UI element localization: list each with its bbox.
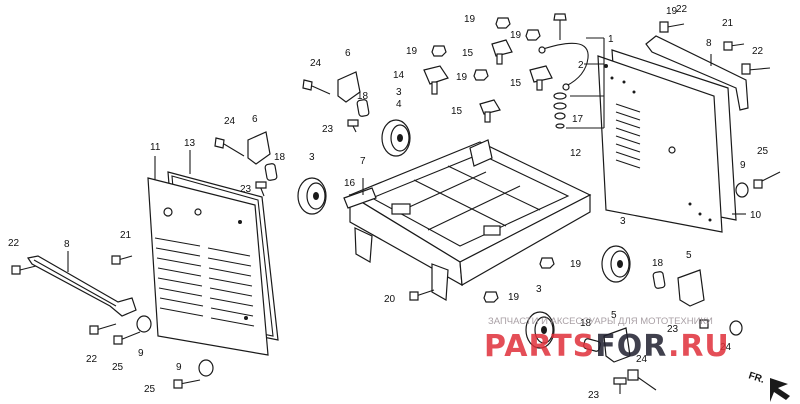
callout-8: 8: [706, 38, 712, 49]
callout-24: 24: [720, 342, 732, 353]
callout-23: 23: [667, 324, 679, 335]
callout-19: 19: [666, 6, 678, 17]
callout-2: 2: [578, 60, 584, 71]
callout-23: 23: [322, 124, 334, 135]
callout-18: 18: [357, 91, 369, 102]
callout-labels: 1 2 3 3 3 3 4 5 5 6 6 7 8 8 9 9 9 10 11 …: [8, 4, 769, 401]
callout-18: 18: [580, 318, 592, 329]
callout-25: 25: [144, 384, 156, 395]
leader-lines: [67, 37, 746, 272]
svg-text:PARTSFOR.RU: PARTSFOR.RU: [484, 329, 730, 364]
callout-13: 13: [184, 138, 196, 149]
callout-9: 9: [138, 348, 144, 359]
callout-15: 15: [462, 48, 474, 59]
callout-19: 19: [510, 30, 522, 41]
callout-23: 23: [240, 184, 252, 195]
direction-label: FR.: [747, 370, 766, 386]
spacers-9: [136, 182, 749, 377]
callout-7: 7: [360, 156, 366, 167]
callout-14: 14: [393, 70, 405, 81]
callout-25: 25: [112, 362, 124, 373]
callout-19: 19: [464, 14, 476, 25]
callout-6: 6: [252, 114, 258, 125]
callout-10: 10: [750, 210, 762, 221]
washer-nut-stack-17: [553, 92, 567, 129]
callout-15: 15: [510, 78, 522, 89]
callout-3: 3: [536, 284, 542, 295]
callout-17: 17: [572, 114, 584, 125]
ground-cable: [539, 42, 589, 87]
callout-22: 22: [86, 354, 98, 365]
callout-25: 25: [757, 146, 769, 157]
callout-19: 19: [508, 292, 520, 303]
wheel-bottom: [525, 311, 555, 349]
callout-16: 16: [344, 178, 356, 189]
callout-19: 19: [570, 259, 582, 270]
pins-and-brackets: [247, 71, 705, 363]
callout-9: 9: [740, 160, 746, 171]
callout-19: 19: [456, 72, 468, 83]
callout-22: 22: [8, 238, 20, 249]
callout-19: 19: [406, 46, 418, 57]
callout-6: 6: [345, 48, 351, 59]
callout-24: 24: [224, 116, 236, 127]
callout-21: 21: [722, 18, 734, 29]
callout-21: 21: [120, 230, 132, 241]
handle-bar-right: [645, 35, 749, 111]
front-grille-panel-11: [147, 177, 269, 356]
callout-23: 23: [588, 390, 600, 401]
callout-22: 22: [676, 4, 688, 15]
bolts: [11, 13, 781, 394]
callout-3: 3: [309, 152, 315, 163]
callout-24: 24: [636, 354, 648, 365]
callout-22: 22: [752, 46, 764, 57]
callout-1: 1: [608, 34, 614, 45]
callout-18: 18: [652, 258, 664, 269]
handle-bar-left: [27, 255, 137, 317]
wheel-right: [601, 245, 631, 283]
callout-5: 5: [611, 310, 617, 321]
screw-23: [699, 319, 709, 329]
callout-3: 3: [620, 216, 626, 227]
watermark-brand-parts: PARTS: [484, 329, 595, 364]
watermark-brand-for: FOR: [595, 329, 668, 364]
flange-nuts-19: [431, 17, 555, 303]
rubber-mount-15b: [529, 65, 553, 91]
callout-3: 3: [396, 87, 402, 98]
callout-15: 15: [451, 106, 463, 117]
watermark-brand-suffix: .RU: [668, 329, 730, 364]
chassis-frame: [348, 139, 592, 301]
callout-12: 12: [570, 148, 582, 159]
wheel-front-left: [297, 177, 327, 215]
front-direction-indicator: FR.: [747, 370, 790, 402]
rubber-mount-15c: [479, 99, 501, 123]
callout-11: 11: [150, 142, 161, 153]
rear-panel-12: [597, 55, 723, 233]
callout-8: 8: [64, 239, 70, 250]
callout-24: 24: [310, 58, 322, 69]
callout-9: 9: [176, 362, 182, 373]
callout-4: 4: [396, 99, 402, 110]
callout-20: 20: [384, 294, 396, 305]
watermark-caption: ЗАПЧАСТИ И АКСЕССУАРЫ ДЛЯ МОТОТЕХНИКИ: [488, 316, 713, 327]
rubber-mount-15a: [491, 39, 513, 65]
direction-arrow-icon: [770, 378, 790, 402]
wheel-rear-left: [381, 119, 411, 157]
rubber-mount-14: [423, 65, 449, 95]
callout-18: 18: [274, 152, 286, 163]
watermark: ЗАПЧАСТИ И АКСЕССУАРЫ ДЛЯ МОТОТЕХНИКИ PA…: [484, 316, 730, 364]
callout-5: 5: [686, 250, 692, 261]
